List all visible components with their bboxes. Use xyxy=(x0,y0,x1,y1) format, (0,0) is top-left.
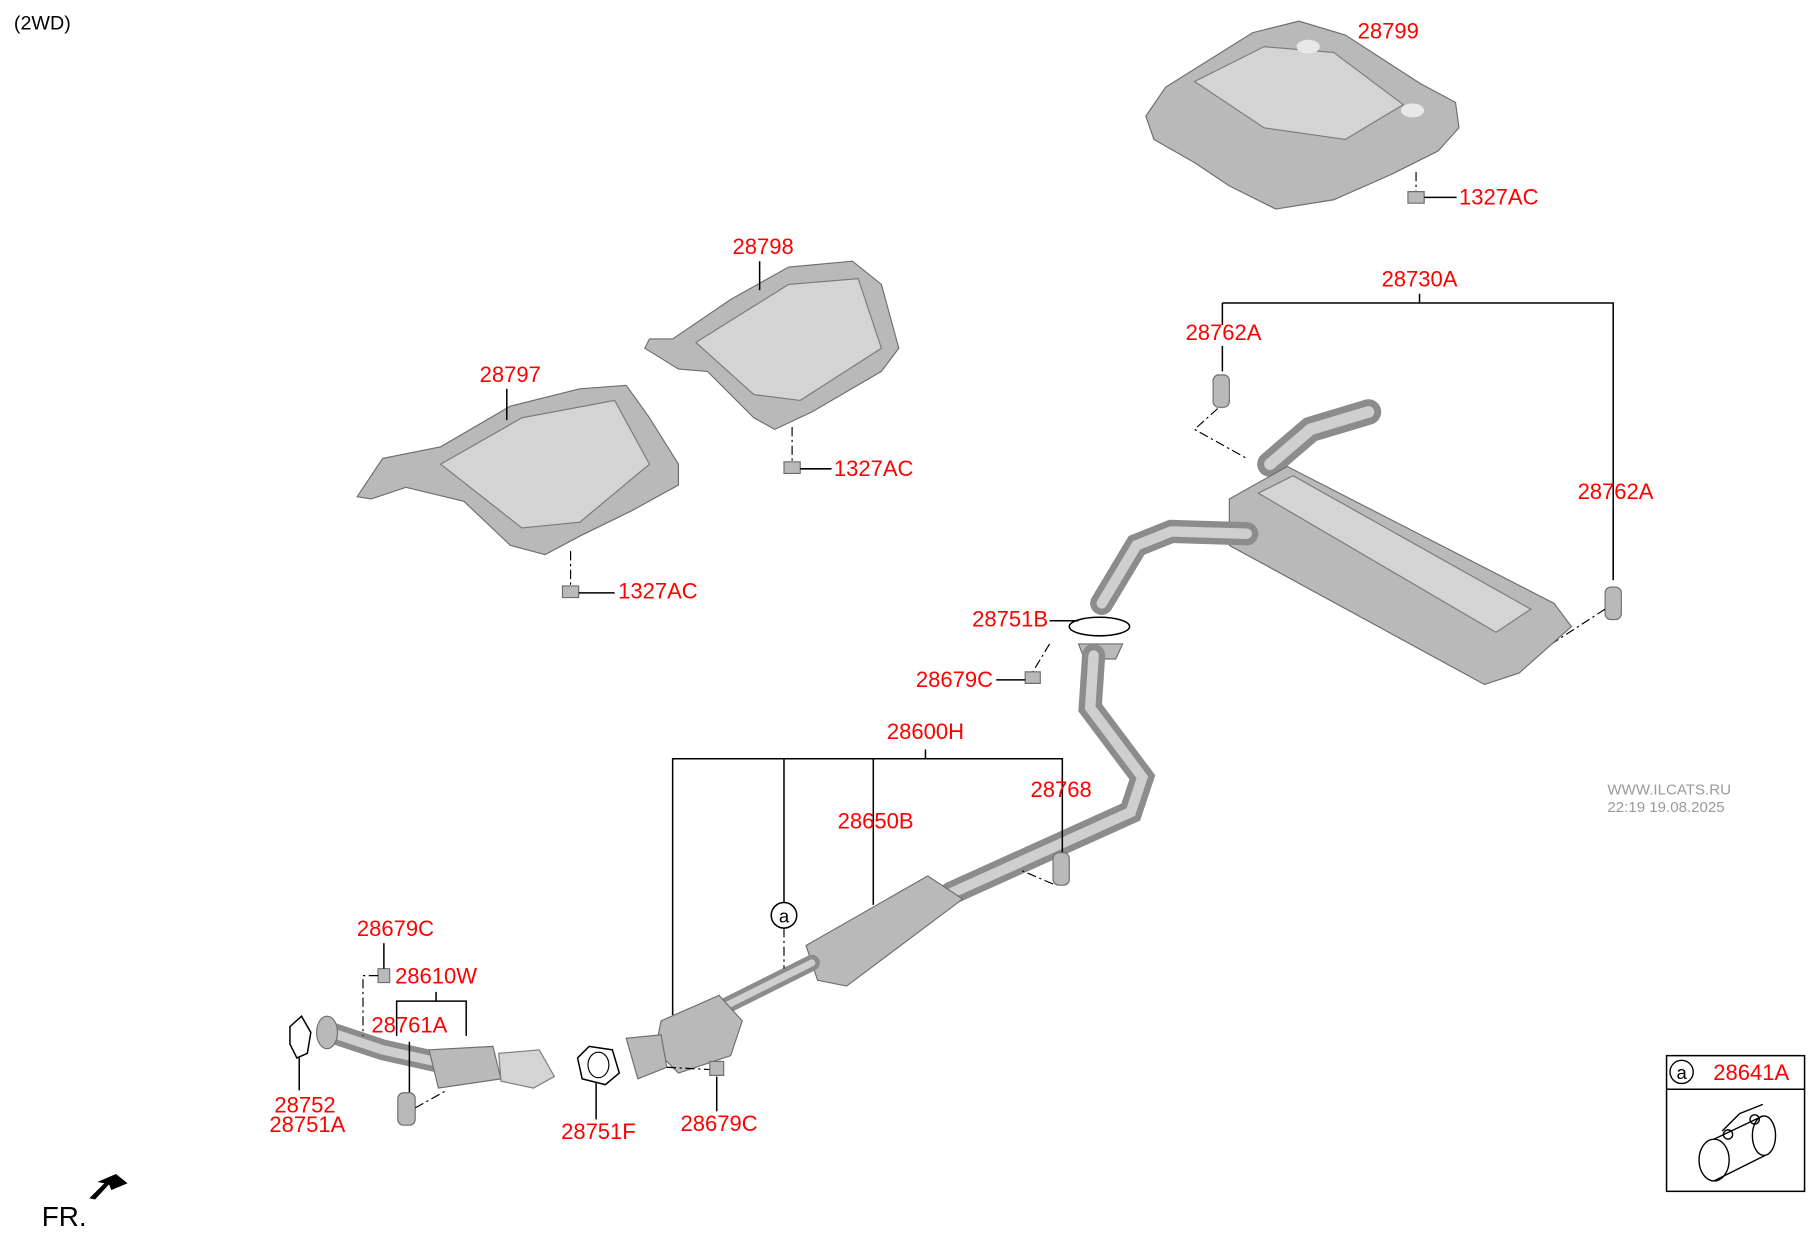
part-label-28650b[interactable]: 28650B xyxy=(838,808,914,833)
hanger-28762a[interactable] xyxy=(1212,374,1230,408)
part-label-28751a[interactable]: 28751A xyxy=(269,1112,345,1137)
heat-shield-28799[interactable] xyxy=(1145,20,1460,210)
nut-icon xyxy=(783,461,801,475)
nut-icon xyxy=(1407,191,1425,204)
hanger-28761a[interactable] xyxy=(397,1092,416,1126)
front-label: FR. xyxy=(42,1201,87,1232)
part-label-28751f[interactable]: 28751F xyxy=(561,1119,636,1144)
part-label-1327ac[interactable]: 1327AC xyxy=(1459,184,1539,209)
part-label-28641a[interactable]: 28641A xyxy=(1713,1060,1789,1085)
heat-shield-28798[interactable] xyxy=(644,260,900,431)
callout-box-28641a[interactable]: a 28641A xyxy=(1665,1054,1806,1193)
part-label-28768[interactable]: 28768 xyxy=(1031,777,1092,802)
marker-a-label: a xyxy=(779,905,790,926)
part-label-28600h[interactable]: 28600H xyxy=(887,719,964,744)
center-pipe-28600h[interactable] xyxy=(625,643,1156,1080)
part-label-28679c[interactable]: 28679C xyxy=(357,916,434,941)
part-label-28799[interactable]: 28799 xyxy=(1358,19,1419,44)
nut-icon xyxy=(561,585,580,599)
part-label-28751b[interactable]: 28751B xyxy=(972,607,1048,632)
part-label-28752[interactable]: 28752 xyxy=(274,1092,335,1117)
front-pipe-28610w[interactable] xyxy=(316,1015,556,1089)
part-label-28798[interactable]: 28798 xyxy=(732,234,793,259)
part-label-28610w[interactable]: 28610W xyxy=(395,964,477,989)
part-label-28761a[interactable]: 28761A xyxy=(371,1012,447,1037)
part-label-1327ac[interactable]: 1327AC xyxy=(618,579,698,604)
rear-muffler-28730a[interactable] xyxy=(1090,399,1573,686)
watermark-site: WWW.ILCATS.RU xyxy=(1607,782,1731,799)
part-label-28679c[interactable]: 28679C xyxy=(916,667,993,692)
part-label-28797[interactable]: 28797 xyxy=(480,362,541,387)
heat-shield-28797[interactable] xyxy=(356,384,680,556)
nut-icon xyxy=(377,968,391,984)
hanger-28762a[interactable] xyxy=(1604,586,1622,621)
part-label-28679c[interactable]: 28679C xyxy=(680,1111,757,1136)
nut-icon xyxy=(1024,671,1041,684)
front-arrow-icon xyxy=(89,1173,128,1200)
marker-a: a xyxy=(770,901,798,929)
gasket-28751f[interactable] xyxy=(576,1045,621,1086)
part-label-1327ac[interactable]: 1327AC xyxy=(834,456,914,481)
hanger-28768[interactable] xyxy=(1052,852,1070,886)
gasket-28752[interactable] xyxy=(289,1015,312,1059)
part-label-28762a[interactable]: 28762A xyxy=(1186,320,1262,345)
gasket-28751b[interactable] xyxy=(1068,616,1131,637)
front-direction-indicator: FR. xyxy=(42,1173,128,1232)
nut-icon xyxy=(709,1060,725,1076)
part-label-28730a[interactable]: 28730A xyxy=(1382,267,1458,292)
variant-label: (2WD) xyxy=(14,12,71,34)
callout-marker-a: a xyxy=(1676,1062,1687,1083)
watermark-timestamp: 22:19 19.08.2025 xyxy=(1607,799,1724,816)
part-label-28762a[interactable]: 28762A xyxy=(1578,479,1654,504)
clamp-icon xyxy=(1698,1103,1777,1182)
